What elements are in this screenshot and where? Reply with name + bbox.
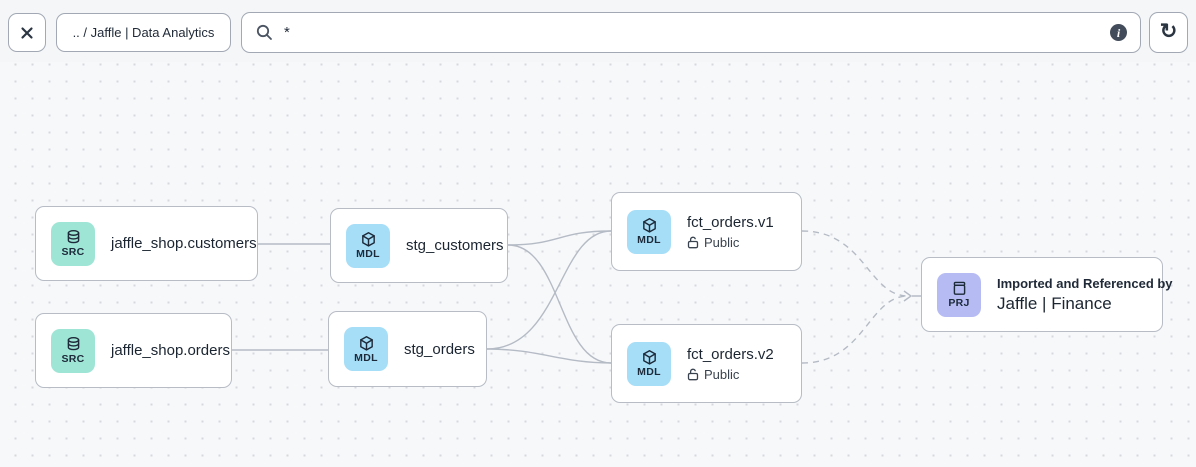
- access-label: Public: [704, 366, 740, 382]
- node-label: jaffle_shop.orders: [111, 342, 230, 359]
- node-label: fct_orders.v2: [687, 345, 774, 363]
- info-circle-icon[interactable]: i: [1110, 24, 1127, 41]
- chip-badge: MDL: [637, 234, 661, 247]
- project-chip: PRJ: [937, 272, 981, 317]
- project-sublabel: Imported and Referenced by: [997, 275, 1173, 291]
- node-label: stg_customers: [406, 237, 504, 254]
- close-button[interactable]: [8, 13, 46, 52]
- chip-badge: MDL: [637, 366, 661, 379]
- node-stg-orders[interactable]: MDL stg_orders: [328, 311, 487, 387]
- cube-icon: [359, 335, 373, 351]
- breadcrumb-button[interactable]: .. / Jaffle | Data Analytics: [56, 13, 231, 52]
- search-box[interactable]: i: [241, 12, 1141, 53]
- model-chip: MDL: [344, 327, 388, 371]
- refresh-button[interactable]: ↻: [1149, 12, 1188, 53]
- node-label: jaffle_shop.customers: [111, 235, 257, 252]
- model-chip: MDL: [346, 223, 390, 268]
- source-chip: SRC: [51, 328, 95, 373]
- node-src-jaffle-shop-customers[interactable]: SRC jaffle_shop.customers: [35, 206, 258, 281]
- archive-icon: [953, 281, 965, 296]
- chip-badge: SRC: [61, 353, 85, 366]
- model-chip: MDL: [627, 209, 671, 254]
- node-fct-orders-v2[interactable]: MDL fct_orders.v2 Public: [611, 324, 802, 403]
- search-input[interactable]: [284, 13, 1100, 52]
- source-chip: SRC: [51, 221, 95, 266]
- node-label: fct_orders.v1: [687, 213, 774, 231]
- chip-badge: SRC: [61, 246, 85, 259]
- access-label: Public: [704, 234, 740, 250]
- node-fct-orders-v1[interactable]: MDL fct_orders.v1 Public: [611, 192, 802, 271]
- node-src-jaffle-shop-orders[interactable]: SRC jaffle_shop.orders: [35, 313, 232, 388]
- node-project-jaffle-finance[interactable]: PRJ Imported and Referenced by Jaffle | …: [921, 257, 1173, 332]
- close-icon: [21, 26, 33, 39]
- refresh-icon: ↻: [1159, 20, 1178, 43]
- database-icon: [67, 230, 79, 244]
- magnifier-icon: [256, 24, 272, 40]
- node-label: Jaffle | Finance: [997, 293, 1112, 313]
- toolbar: .. / Jaffle | Data Analytics i ↻: [0, 0, 1196, 62]
- node-label: stg_orders: [404, 340, 475, 358]
- cube-icon: [642, 218, 656, 233]
- chip-badge: PRJ: [948, 297, 970, 310]
- model-chip: MDL: [627, 341, 671, 386]
- breadcrumb: .. / Jaffle | Data Analytics: [72, 25, 215, 40]
- node-stg-customers[interactable]: MDL stg_customers: [330, 208, 508, 283]
- chip-badge: MDL: [356, 248, 380, 261]
- lock-open-icon: [687, 236, 699, 248]
- database-icon: [67, 337, 79, 351]
- cube-icon: [642, 350, 656, 365]
- lock-open-icon: [687, 368, 699, 380]
- cube-icon: [361, 232, 375, 247]
- chip-badge: MDL: [354, 351, 378, 364]
